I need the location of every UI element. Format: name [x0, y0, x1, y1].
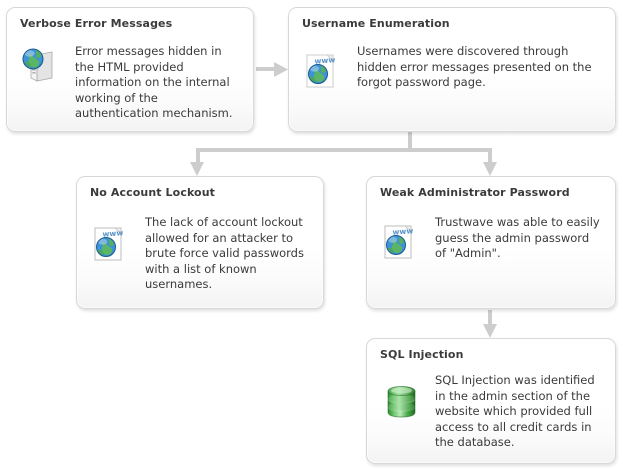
- node-body: The lack of account lockout allowed for …: [145, 215, 304, 292]
- node-weak-administrator-password[interactable]: Weak Administrator Password www Trustwav…: [366, 176, 616, 309]
- web-page-globe-icon: www: [381, 223, 419, 261]
- edge-verbose-to-username: [256, 62, 288, 77]
- web-page-globe-icon: www: [91, 225, 129, 263]
- node-title: Username Enumeration: [302, 17, 450, 30]
- edge-weakpass-to-sql: [483, 310, 497, 338]
- node-no-account-lockout[interactable]: No Account Lockout www The lack of accou…: [76, 176, 324, 309]
- node-sql-injection[interactable]: SQL Injection: [366, 338, 616, 464]
- node-title: SQL Injection: [380, 348, 464, 361]
- database-icon: [383, 383, 421, 421]
- node-body: Error messages hidden in the HTML provid…: [75, 44, 233, 121]
- node-verbose-error-messages[interactable]: Verbose Error Messages: [6, 7, 254, 132]
- edge-username-branch: [190, 132, 497, 176]
- web-page-www-label: www: [102, 228, 123, 238]
- node-username-enumeration[interactable]: Username Enumeration www Usernames were …: [288, 7, 616, 132]
- node-body: SQL Injection was identified in the admi…: [435, 373, 595, 450]
- web-page-www-label: www: [314, 55, 335, 65]
- globe-server-icon: [21, 46, 59, 84]
- web-page-www-label: www: [392, 226, 413, 236]
- node-title: No Account Lockout: [90, 186, 216, 199]
- web-page-globe-icon: www: [303, 52, 341, 90]
- node-title: Verbose Error Messages: [20, 17, 173, 30]
- node-title: Weak Administrator Password: [380, 186, 570, 199]
- node-body: Usernames were discovered through hidden…: [357, 44, 592, 90]
- node-body: Trustwave was able to easily guess the a…: [435, 215, 600, 261]
